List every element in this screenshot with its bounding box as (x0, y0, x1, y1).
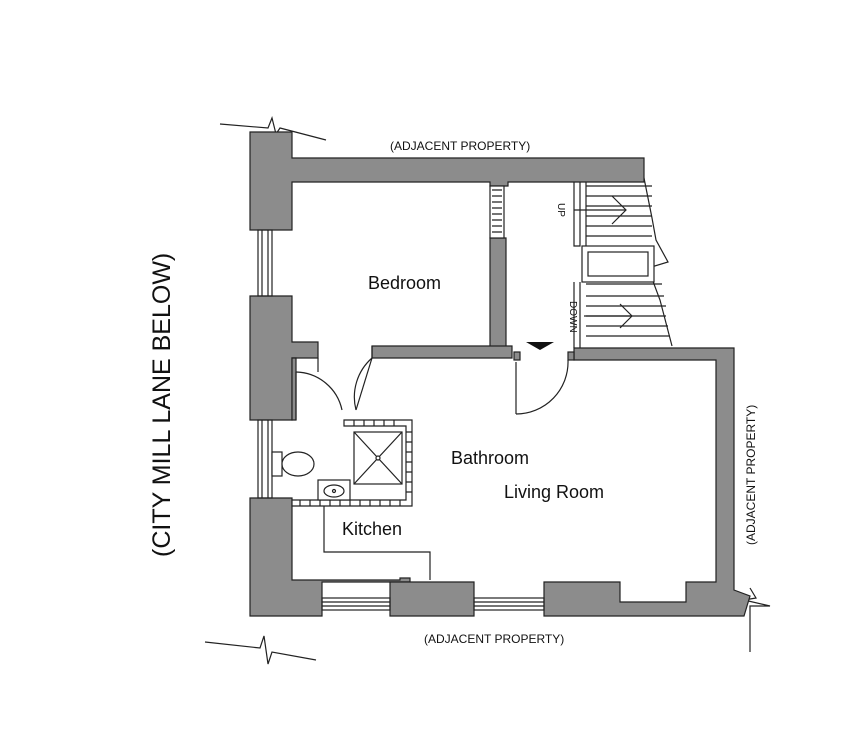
door-jamb-left (513, 351, 521, 361)
room-label-kitchen: Kitchen (342, 519, 402, 539)
adjacent-property-top: (ADJACENT PROPERTY) (390, 139, 530, 153)
room-label-bathroom: Bathroom (451, 448, 529, 468)
street-label-city-mill-lane: (CITY MILL LANE BELOW) (148, 253, 176, 557)
staircase (573, 182, 670, 348)
bedroom-south-wall (371, 345, 513, 359)
room-label-bedroom: Bedroom (368, 273, 441, 293)
door-jamb-right (567, 351, 575, 361)
bedroom-east-wall (489, 237, 507, 351)
adjacent-property-right: (ADJACENT PROPERTY) (744, 405, 758, 545)
basin (317, 479, 351, 501)
adjacent-property-bottom: (ADJACENT PROPERTY) (424, 632, 564, 646)
bottom-wall-middle (389, 581, 475, 617)
stair-label-up: UP (555, 203, 566, 217)
doors (295, 346, 569, 420)
shower-tray (353, 431, 403, 485)
left-wall-upper (249, 295, 319, 421)
room-label-living-room: Living Room (504, 482, 604, 502)
entrance-arrow-icon (526, 342, 554, 350)
stair-label-down: DOWN (567, 301, 578, 333)
kitchen-counter (323, 506, 431, 580)
toilet (271, 451, 315, 477)
top-wall (249, 131, 645, 231)
tiled-walls (291, 185, 505, 507)
exterior-walls (249, 131, 751, 617)
left-wall-lower (249, 497, 411, 617)
break-lines (204, 116, 771, 665)
